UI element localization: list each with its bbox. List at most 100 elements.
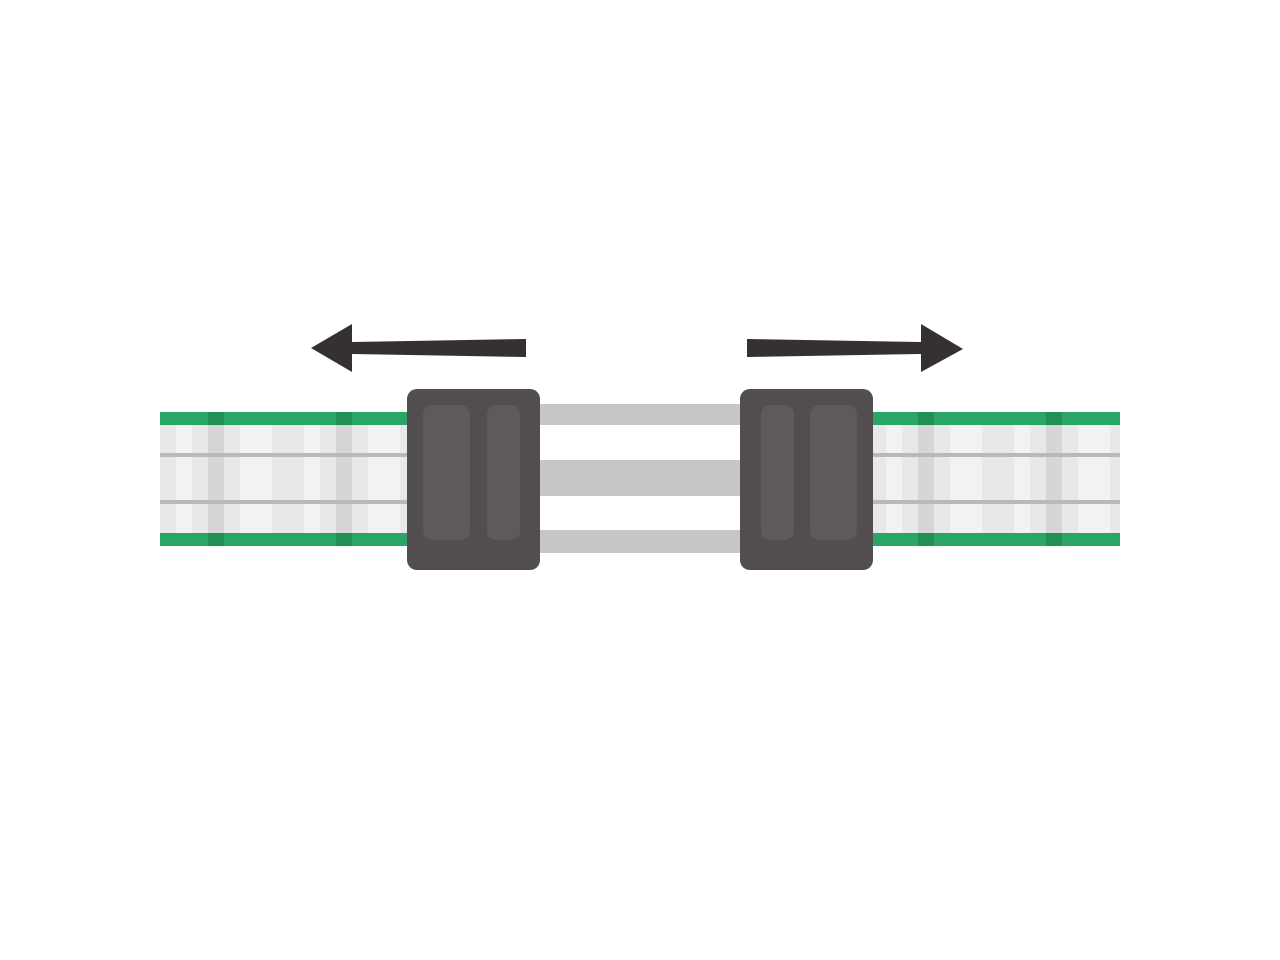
tape-green-edge <box>384 412 400 425</box>
tape-segment <box>176 412 192 546</box>
tape-green-edge <box>256 412 272 425</box>
tape-green-edge <box>208 533 224 546</box>
tape-green-edge <box>176 533 192 546</box>
tape-segment <box>870 412 886 546</box>
tape-green-edge <box>934 533 950 546</box>
tape-segment <box>950 412 966 546</box>
tape-green-edge <box>320 412 336 425</box>
tape-green-edge <box>902 412 918 425</box>
tape-green-edge <box>1062 533 1078 546</box>
connector-straps <box>536 404 744 553</box>
buckle-right-pad-outer <box>810 405 857 540</box>
tape-green-edge <box>1094 533 1110 546</box>
strap-bottom <box>536 530 744 553</box>
tape-segment <box>160 412 176 546</box>
tape-green-edge <box>1110 533 1120 546</box>
tape-wire <box>870 453 1120 457</box>
tape-segment <box>368 412 384 546</box>
tape-green-edge <box>998 412 1014 425</box>
tape-segment <box>886 412 902 546</box>
tape-segment <box>918 412 934 546</box>
tape-green-edge <box>886 412 902 425</box>
tape-segment <box>256 412 272 546</box>
tape-segment <box>902 412 918 546</box>
strap-middle <box>536 460 744 496</box>
tape-segment <box>982 412 998 546</box>
tape-green-edge <box>304 533 320 546</box>
tape-segment <box>1110 412 1120 546</box>
tape-green-edge <box>272 533 288 546</box>
tape-green-edge <box>256 533 272 546</box>
tape-segment <box>1030 412 1046 546</box>
buckle-left-pad-outer <box>423 405 470 540</box>
tape-segment <box>320 412 336 546</box>
tape-green-edge <box>966 412 982 425</box>
tape-green-edge <box>1078 412 1094 425</box>
tape-green-edge <box>1014 412 1030 425</box>
tape-green-edge <box>384 533 400 546</box>
tape-wire <box>870 500 1120 504</box>
tape-segment <box>1062 412 1078 546</box>
tape-green-edge <box>966 533 982 546</box>
tape-segment <box>998 412 1014 546</box>
tape-green-edge <box>950 412 966 425</box>
tape-green-edge <box>352 533 368 546</box>
tape-green-edge <box>176 412 192 425</box>
tape-segment <box>208 412 224 546</box>
tape-segment <box>336 412 352 546</box>
tape-segment <box>1078 412 1094 546</box>
tape-segment <box>192 412 208 546</box>
tape-segment <box>934 412 950 546</box>
buckle-left-pad-inner <box>487 405 520 540</box>
arrow-left-icon <box>311 324 526 372</box>
tape-green-edge <box>192 533 208 546</box>
arrow-right-icon <box>747 324 963 372</box>
tape-left <box>160 412 410 546</box>
tape-wire <box>160 453 410 457</box>
tape-green-edge <box>240 533 256 546</box>
tape-segment <box>400 412 410 546</box>
tape-segment <box>966 412 982 546</box>
tape-green-edge <box>918 533 934 546</box>
tape-green-edge <box>320 533 336 546</box>
tape-green-edge <box>208 412 224 425</box>
tape-green-edge <box>950 533 966 546</box>
tape-segment <box>304 412 320 546</box>
tape-wire <box>160 500 410 504</box>
tape-segment <box>240 412 256 546</box>
buckle-right <box>740 389 873 570</box>
tape-green-edge <box>368 412 384 425</box>
tape-green-edge <box>934 412 950 425</box>
tape-green-edge <box>1110 412 1120 425</box>
tape-green-edge <box>1062 412 1078 425</box>
tape-green-edge <box>1030 412 1046 425</box>
tape-green-edge <box>998 533 1014 546</box>
tape-green-edge <box>982 412 998 425</box>
tape-green-edge <box>192 412 208 425</box>
tape-green-edge <box>304 412 320 425</box>
tape-segment <box>352 412 368 546</box>
tape-green-edge <box>400 533 410 546</box>
tape-green-edge <box>902 533 918 546</box>
tape-right <box>870 412 1120 546</box>
tape-green-edge <box>1014 533 1030 546</box>
tape-green-edge <box>870 412 886 425</box>
tape-green-edge <box>886 533 902 546</box>
tape-green-edge <box>368 533 384 546</box>
tape-segment <box>224 412 240 546</box>
tape-green-edge <box>1030 533 1046 546</box>
tape-segment <box>272 412 288 546</box>
tape-green-edge <box>400 412 410 425</box>
tape-green-edge <box>982 533 998 546</box>
tape-green-edge <box>870 533 886 546</box>
tape-green-edge <box>288 533 304 546</box>
tape-green-edge <box>352 412 368 425</box>
tape-green-edge <box>1046 412 1062 425</box>
tape-segment <box>288 412 304 546</box>
tape-green-edge <box>240 412 256 425</box>
tape-green-edge <box>224 533 240 546</box>
tape-green-edge <box>160 412 176 425</box>
tape-green-edge <box>272 412 288 425</box>
tape-segment <box>384 412 400 546</box>
